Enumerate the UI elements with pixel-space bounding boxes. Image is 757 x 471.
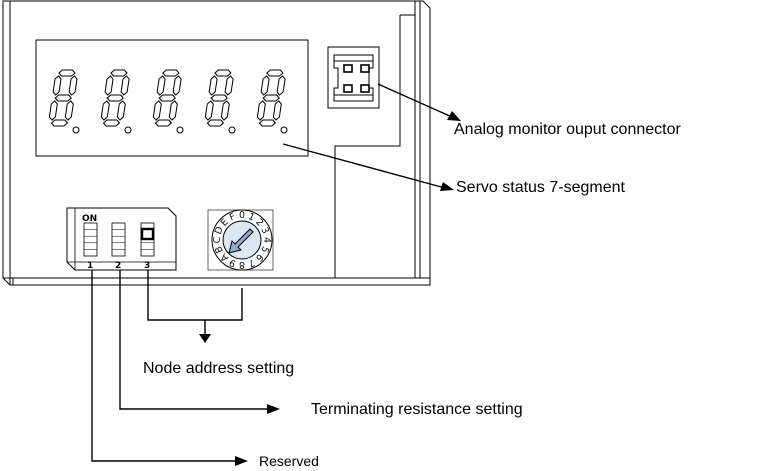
dip-slider-on [140, 227, 155, 241]
dip-number-3: 3 [144, 261, 150, 271]
seven-segment-digit [48, 69, 80, 134]
segment [104, 75, 114, 96]
segment [266, 69, 284, 77]
dip-lever-2[interactable] [111, 222, 126, 257]
segment [58, 69, 76, 77]
dip-switch[interactable]: ON 1 2 3 [66, 207, 177, 271]
segment [152, 100, 162, 121]
segment [54, 94, 72, 102]
segment [48, 100, 58, 121]
seven-segment-digits [48, 69, 288, 134]
decimal-point [176, 126, 184, 134]
segment [210, 94, 228, 102]
segment [214, 69, 232, 77]
analog-monitor-connector [327, 46, 380, 109]
dip-on-label: ON [82, 214, 97, 224]
segment [156, 75, 166, 96]
segment [256, 100, 266, 121]
segment [224, 75, 234, 96]
segment [50, 119, 69, 127]
decimal-point [280, 126, 288, 134]
label-analog-monitor: Analog monitor ouput connector [454, 121, 681, 138]
segment [172, 75, 182, 96]
segment [120, 75, 130, 96]
rotary-arrow [228, 228, 254, 254]
segment [258, 119, 277, 127]
seven-segment-digit [152, 69, 184, 134]
dip-levers: 1 2 3 [83, 222, 155, 271]
seven-segment-digit [100, 69, 132, 134]
label-servo-status: Servo status 7-segment [456, 179, 626, 196]
segment [204, 100, 214, 121]
leader-lines [91, 83, 461, 466]
seven-segment-digit [256, 69, 288, 134]
rotary-char: C [212, 236, 223, 243]
segment [220, 100, 230, 121]
label-terminating: Terminating resistance setting [311, 401, 523, 418]
segment [272, 100, 282, 121]
decimal-point [72, 126, 80, 134]
segment [154, 119, 173, 127]
segment [102, 119, 121, 127]
rotary-char: 0 [239, 210, 245, 221]
rotary-char: 3 [258, 226, 270, 236]
rotary-char: 9 [228, 256, 238, 268]
rotary-char: B [213, 244, 226, 254]
segment [162, 69, 180, 77]
segment [206, 119, 225, 127]
segment [158, 94, 176, 102]
rotary-char: 8 [239, 259, 245, 270]
segment [208, 75, 218, 96]
dip-number-2: 2 [115, 261, 121, 271]
segment [100, 100, 110, 121]
rotary-char: D [213, 225, 226, 236]
device-housing [2, 0, 431, 286]
segment [68, 75, 78, 96]
segment [276, 75, 286, 96]
segment [260, 75, 270, 96]
segment [106, 94, 124, 102]
dip-lever-3[interactable] [140, 222, 155, 257]
segment [116, 100, 126, 121]
label-node-address: Node address setting [143, 360, 294, 377]
seven-segment-digit [204, 69, 236, 134]
decimal-point [124, 126, 132, 134]
rotary-char: 5 [258, 245, 270, 255]
rotary-char: F [228, 211, 237, 223]
segment [52, 75, 62, 96]
dip-lever-1[interactable] [83, 222, 98, 257]
rotary-char: 7 [247, 256, 257, 268]
segment [262, 94, 280, 102]
dip-number-1: 1 [87, 261, 93, 271]
seven-segment-window [35, 39, 309, 157]
rotary-char: 1 [247, 211, 257, 223]
label-reserved: Reserved [259, 453, 319, 469]
decimal-point [228, 126, 236, 134]
segment [168, 100, 178, 121]
segment [64, 100, 74, 121]
rotary-char: 4 [261, 237, 272, 243]
segment [110, 69, 128, 77]
